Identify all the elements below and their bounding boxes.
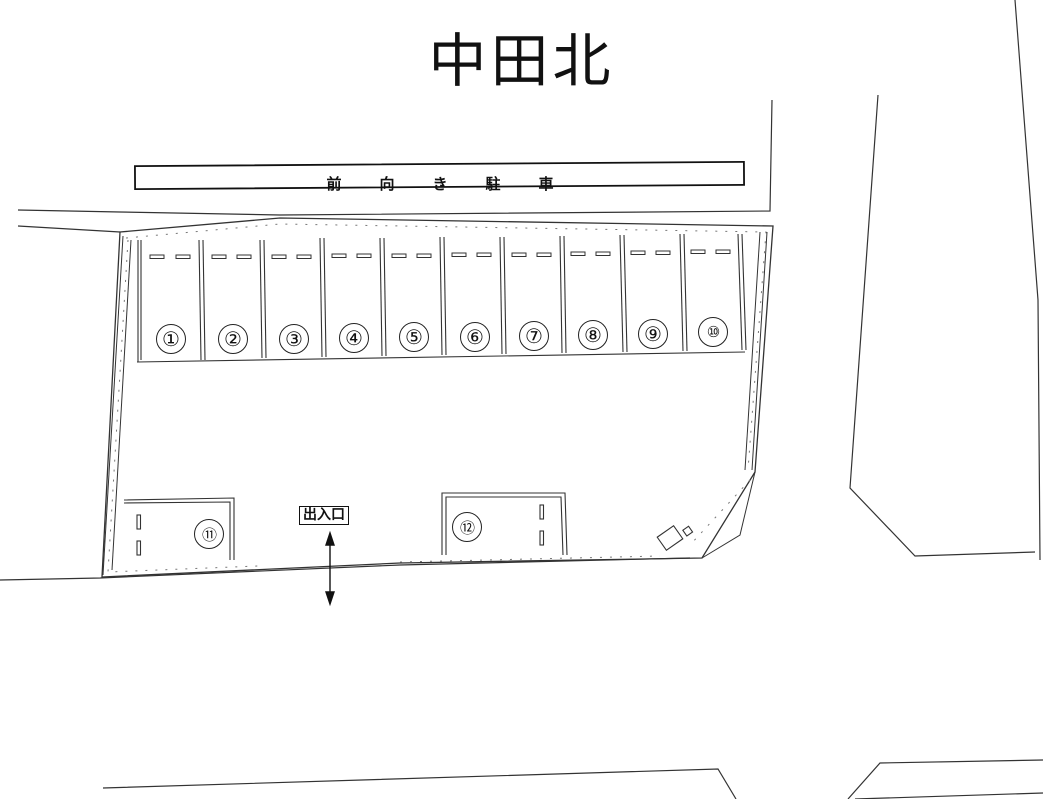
space-label-3: ③	[279, 324, 309, 354]
wheel-stops	[149, 249, 731, 259]
lot-boundary	[101, 217, 774, 578]
entrance-arrow-icon	[325, 530, 335, 607]
space-label-1: ①	[156, 324, 186, 354]
banner-char: き	[432, 175, 448, 193]
space-label-8: ⑧	[578, 320, 608, 350]
space-label-2: ②	[218, 324, 248, 354]
banner-char: 車	[538, 175, 554, 193]
banner-char: 向	[379, 175, 395, 193]
banner-label: 前 向 き 駐 車	[136, 173, 744, 194]
entrance-label: 出入口	[299, 506, 349, 525]
space-label-7: ⑦	[519, 321, 549, 351]
parking-row-top	[136, 233, 747, 363]
space-label-9: ⑨	[638, 319, 668, 349]
utility-box	[656, 524, 694, 552]
banner-char: 前	[326, 175, 342, 193]
space-label-10: ⑩	[698, 317, 728, 347]
space-label-12: ⑫	[452, 512, 482, 542]
banner-char: 駐	[485, 175, 501, 193]
page-title: 中田北	[428, 27, 615, 95]
front-parking-banner	[134, 160, 745, 191]
space-label-5: ⑤	[399, 322, 429, 352]
parking-space-12-outline	[441, 492, 568, 556]
parking-space-11-outline	[123, 497, 235, 560]
space-label-11: ⑪	[194, 519, 224, 549]
space-label-4: ④	[339, 323, 369, 353]
space-label-6: ⑥	[460, 322, 490, 352]
